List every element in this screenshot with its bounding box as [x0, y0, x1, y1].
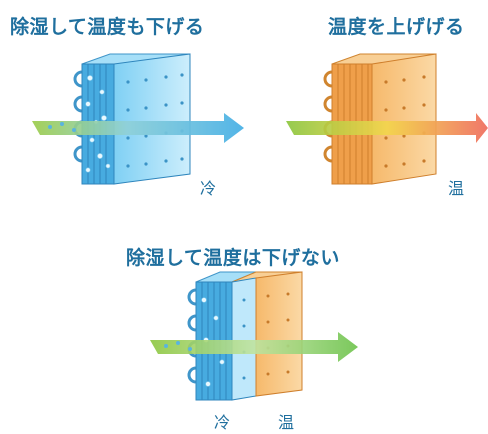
- heating-coil: [323, 53, 437, 185]
- label-cold-1: 冷: [200, 179, 217, 198]
- title-heat: 温度を上げげる: [328, 16, 465, 38]
- label-warm-1: 温: [448, 179, 465, 198]
- cooling-coil: [73, 53, 191, 185]
- title-reheat: 除湿して温度は下げない: [126, 247, 340, 269]
- label-warm-2: 温: [278, 413, 295, 432]
- label-cold-2: 冷: [214, 413, 231, 432]
- air-flow-arrow-reheat: [150, 332, 358, 362]
- air-flow-arrow-cool: [32, 113, 244, 143]
- reheat-coil: [187, 271, 303, 401]
- title-cool: 除湿して温度も下げる: [10, 16, 205, 38]
- air-flow-arrow-heat: [286, 113, 488, 143]
